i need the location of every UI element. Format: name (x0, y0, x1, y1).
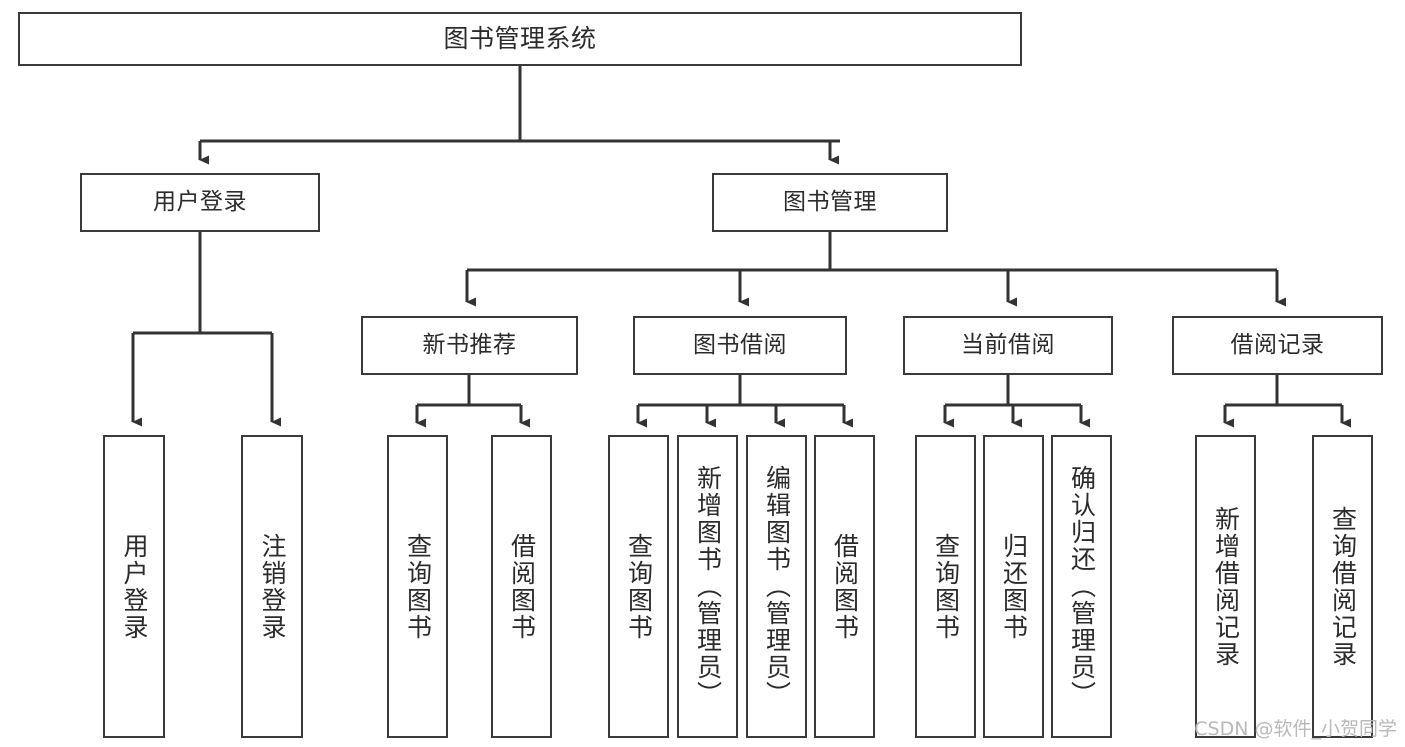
node-leaf-query-book-current[interactable]: 查询图书 (915, 435, 976, 738)
node-book-borrow[interactable]: 图书借阅 (633, 316, 847, 375)
node-root-book-management-system[interactable]: 图书管理系统 (18, 12, 1022, 66)
node-label: 用户登录 (120, 532, 149, 641)
node-book-management[interactable]: 图书管理 (712, 173, 948, 232)
node-leaf-return-book[interactable]: 归还图书 (983, 435, 1044, 738)
node-label: 图书管理系统 (443, 24, 597, 54)
node-leaf-query-borrow-record[interactable]: 查询借阅记录 (1312, 435, 1373, 738)
node-label: 图书管理 (783, 188, 877, 215)
node-label: 编辑图书（管理员） (762, 465, 792, 708)
node-label: 新增借阅记录 (1211, 505, 1241, 668)
node-label: 查询图书 (931, 532, 961, 641)
node-leaf-logout[interactable]: 注销登录 (241, 435, 303, 738)
node-label: 用户登录 (153, 188, 247, 215)
node-leaf-add-borrow-record[interactable]: 新增借阅记录 (1195, 435, 1256, 738)
node-current-borrow[interactable]: 当前借阅 (903, 316, 1113, 375)
node-leaf-borrow-book[interactable]: 借阅图书 (814, 435, 875, 738)
node-label: 借阅图书 (507, 532, 537, 641)
node-new-book-recommend[interactable]: 新书推荐 (361, 316, 578, 375)
node-label: 新书推荐 (422, 331, 517, 358)
node-label: 新增图书（管理员） (693, 465, 723, 708)
node-leaf-query-book-recommend[interactable]: 查询图书 (387, 435, 448, 738)
node-leaf-edit-book-admin[interactable]: 编辑图书（管理员） (746, 435, 807, 738)
node-label: 查询图书 (403, 532, 433, 641)
node-leaf-confirm-return-admin[interactable]: 确认归还（管理员） (1051, 435, 1112, 738)
node-label: 确认归还（管理员） (1067, 465, 1097, 708)
node-borrow-record[interactable]: 借阅记录 (1172, 316, 1383, 375)
node-leaf-add-book-admin[interactable]: 新增图书（管理员） (677, 435, 738, 738)
node-label: 查询图书 (624, 532, 654, 641)
node-label: 图书借阅 (693, 331, 787, 358)
node-label: 借阅记录 (1230, 331, 1325, 358)
node-label: 查询借阅记录 (1328, 505, 1358, 668)
node-label: 注销登录 (258, 532, 287, 641)
node-user-login[interactable]: 用户登录 (80, 173, 320, 232)
node-leaf-user-login[interactable]: 用户登录 (103, 435, 165, 738)
node-label: 当前借阅 (961, 331, 1055, 358)
node-leaf-borrow-book-recommend[interactable]: 借阅图书 (491, 435, 552, 738)
watermark-text: CSDN @软件_小贺同学 (1194, 718, 1397, 740)
node-label: 归还图书 (999, 532, 1029, 641)
node-leaf-query-book-borrow[interactable]: 查询图书 (608, 435, 669, 738)
node-label: 借阅图书 (830, 532, 860, 641)
